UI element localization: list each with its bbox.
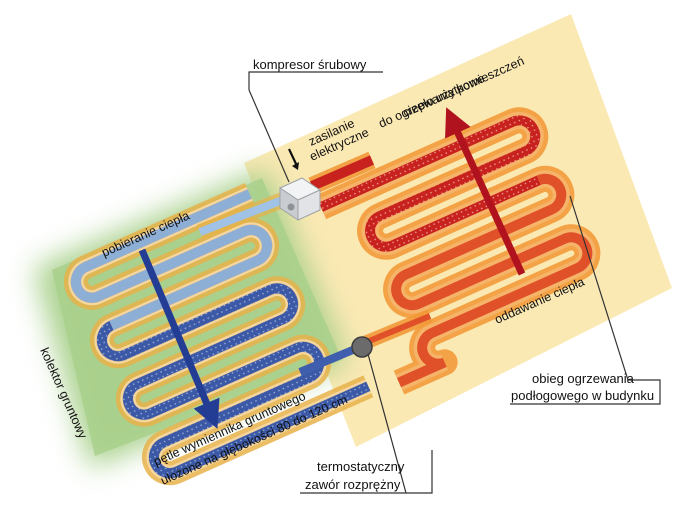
valve-return-line	[298, 343, 362, 376]
heat-intake-arrow	[138, 248, 220, 429]
building-panel	[244, 14, 672, 447]
valve-circle-icon	[351, 336, 373, 358]
ground-loops	[63, 182, 374, 486]
compressor-leader	[248, 71, 383, 90]
compressor-label: kompresor śrubowy	[253, 57, 367, 72]
down-arrow-icon	[288, 148, 298, 167]
floor-loops	[315, 107, 601, 395]
heat-release-arrow	[445, 107, 526, 276]
floor-circuit-label-2: podłogowego w budynku	[511, 388, 655, 403]
compressor-box-icon	[278, 177, 322, 221]
floor-circuit-leader	[510, 195, 661, 405]
valve-label-2: zawór rozprężny	[305, 477, 401, 492]
valve-label-1: termostatyczny	[317, 459, 405, 474]
valve-leader	[367, 353, 407, 494]
floor-circuit-label-1: obieg ogrzewania	[532, 371, 634, 386]
